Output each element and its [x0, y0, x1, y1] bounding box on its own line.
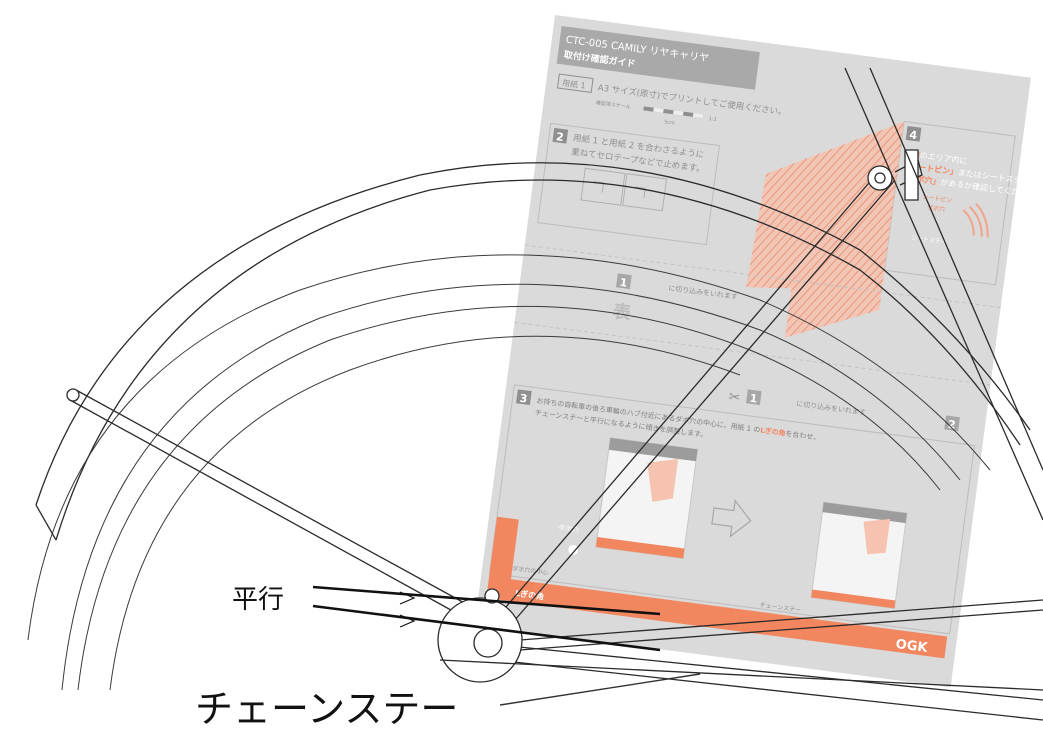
- step4-dabo-label: ダボ穴: [927, 203, 946, 213]
- parallel-line-1: [312, 585, 661, 616]
- dabo-icon-left: [568, 544, 579, 555]
- fender-stay: [66, 388, 469, 616]
- parallel-arrow-2: [399, 614, 416, 628]
- dabo-callout-left: ダボ穴: [558, 523, 580, 535]
- step3-box: [489, 384, 975, 635]
- parallel-callout: 平行: [232, 585, 661, 652]
- scissors-icon: ✂: [728, 389, 742, 406]
- step1-number: 1: [619, 276, 628, 290]
- step3-thumbnail-right: [810, 501, 908, 609]
- paper1-tag: 用紙 1: [562, 78, 587, 91]
- step4-number: 4: [909, 128, 919, 142]
- step4-box: [883, 120, 1016, 286]
- parallel-line-2: [312, 604, 661, 652]
- corner-marker-horizontal: [486, 576, 948, 659]
- seat-tube: [844, 67, 1043, 521]
- step3-thumbnail-left: [595, 437, 699, 559]
- step3-number-badge: [515, 389, 532, 406]
- guide-sheet: CTC-005 CAMILY リヤキャリヤ 取付け確認ガイド 用紙 1 A3 サ…: [474, 15, 1043, 688]
- scale-bar: [643, 106, 704, 119]
- step1b-number: 1: [749, 392, 758, 406]
- step4-fan-marks: [962, 202, 989, 238]
- paper1-tag-box: [556, 73, 594, 93]
- step3-number: 3: [519, 392, 528, 406]
- step2-illustration: [580, 167, 668, 212]
- step3-arrow: [711, 499, 752, 538]
- corner-label: Lぎの角: [515, 588, 545, 602]
- fold-line-2: [514, 321, 991, 386]
- rear-fender: [35, 162, 1031, 541]
- chain-stay-label: チェーンステー: [195, 687, 458, 729]
- seat-stay: [487, 149, 923, 629]
- parallel-label: 平行: [232, 585, 284, 615]
- rear-hub: [437, 588, 1043, 691]
- scale-label: 確認用スケール: [595, 99, 631, 111]
- step4-number-badge: [905, 125, 922, 142]
- step2-box: [537, 122, 720, 246]
- seat-pin-label: シートピン: [922, 194, 953, 205]
- scale-ratio: 1:1: [708, 116, 717, 123]
- step1-number-badge: [615, 273, 632, 290]
- step3-highlight: Lぎの角: [760, 425, 786, 437]
- rear-wheel-rims: [27, 254, 991, 691]
- fold-line-1: [524, 244, 1001, 309]
- seat-stay-label: シートステー: [910, 234, 947, 246]
- scale-unit: 5cm: [664, 119, 676, 126]
- title-block: [556, 25, 760, 90]
- step2-number: 2: [555, 130, 564, 144]
- step2-number-badge: [552, 127, 569, 144]
- chain-stay-callout: チェーンステー: [195, 673, 701, 729]
- step1b-number-badge: [745, 389, 762, 406]
- parallel-arrow-1: [399, 591, 416, 605]
- hatched-check-area: [746, 121, 905, 338]
- chain-stay-leader: [499, 673, 701, 706]
- front-label: 表: [611, 300, 633, 324]
- corner-marker-vertical: [488, 516, 519, 585]
- step2b-number: 2: [947, 418, 956, 432]
- step2b-number-badge: [944, 415, 960, 432]
- brand-logo: OGK: [895, 637, 929, 656]
